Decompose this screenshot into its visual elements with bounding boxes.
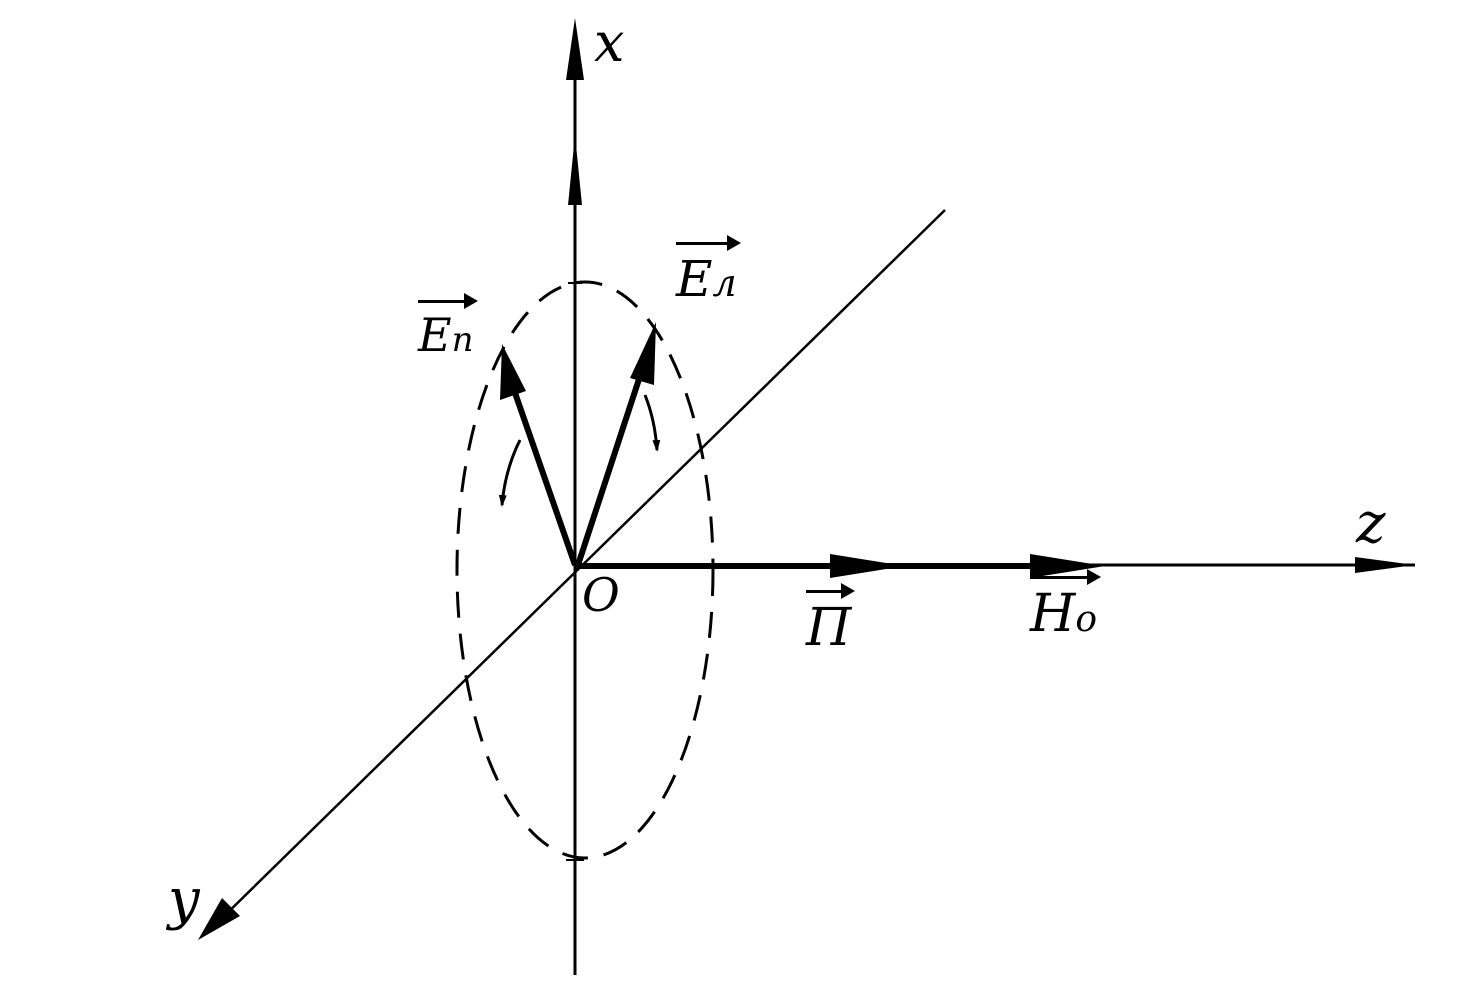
h0-vector-head: [1030, 554, 1105, 578]
e-right-vector-shaft: [511, 389, 578, 566]
z-axis-arrowhead: [1355, 557, 1415, 573]
poynting-vector-label: П: [806, 583, 856, 654]
h0-vector-label: Ho: [1030, 569, 1102, 640]
z-axis-label: z: [1356, 491, 1386, 556]
rotation-arrow-right: [643, 394, 661, 452]
poynting-base: П: [806, 598, 852, 658]
h0-base: H: [1030, 584, 1076, 644]
e-right-vector-head: [500, 344, 526, 400]
x-axis-mid-arrow: [568, 135, 582, 205]
e-left-vector-head: [630, 322, 656, 385]
h0-sub: o: [1075, 599, 1098, 640]
origin-label: O: [582, 568, 620, 622]
x-axis-arrowhead: [566, 18, 584, 80]
y-axis-label: y: [168, 867, 200, 932]
e-left-base: E: [676, 250, 713, 308]
e-left-vector-shaft: [575, 369, 645, 566]
x-axis-label: x: [594, 11, 625, 74]
e-right-vector-label: Eп: [418, 293, 478, 360]
e-right-base: E: [418, 308, 452, 362]
e-left-sub: л: [712, 261, 737, 305]
y-axis-arrowhead: [198, 898, 240, 940]
e-left-vector-label: Eл: [676, 235, 741, 305]
e-right-sub: п: [451, 320, 474, 360]
rotation-arrow-left: [498, 439, 522, 507]
polarization-ellipse: [455, 280, 715, 860]
